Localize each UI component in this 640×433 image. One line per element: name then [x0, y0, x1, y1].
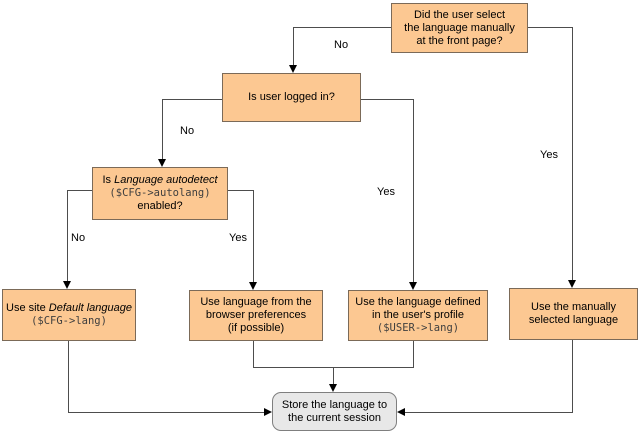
action-browser-line1: Use language from the	[200, 296, 312, 308]
connector-auto-yes-horizontal	[228, 190, 253, 191]
connector-site-store-vertical	[68, 341, 69, 412]
edge-label-login-no: No	[180, 125, 195, 137]
arrowhead-manual-store-icon	[397, 408, 405, 416]
connector-profile-store-vertical	[413, 341, 414, 367]
action-site-default-language-box: Use site Default language ($CFG->lang)	[2, 289, 136, 341]
action-site-default-code: ($CFG->lang)	[31, 315, 107, 327]
decision-autodetect-code: ($CFG->autolang)	[109, 187, 211, 199]
action-profile-code: ($USER->lang)	[376, 322, 460, 334]
edge-label-auto-yes: Yes	[229, 232, 247, 244]
action-profile-language-box: Use the language defined in the user's p…	[348, 290, 488, 341]
connector-browser-store-vertical	[253, 341, 254, 367]
terminal-store-line1: Store the language to	[281, 398, 388, 411]
edge-label-front-no: No	[334, 39, 349, 51]
connector-merge-vertical	[333, 367, 334, 385]
action-browser-line3: (if possible)	[227, 322, 285, 334]
connector-manual-store-horizontal	[405, 412, 573, 413]
decision-autodetect-text1: Is	[102, 174, 115, 186]
connector-auto-yes-vertical	[253, 190, 254, 283]
arrowhead-front-no-icon	[289, 65, 297, 73]
connector-site-store-horizontal	[68, 412, 264, 413]
connector-front-yes-vertical	[572, 27, 573, 281]
connector-login-yes-vertical	[413, 99, 414, 283]
action-profile-line1: Use the language defined	[355, 296, 481, 308]
connector-login-no-vertical	[162, 99, 163, 160]
decision-autodetect-box: Is Language autodetect ($CFG->autolang) …	[92, 167, 228, 220]
edge-label-front-yes: Yes	[540, 149, 558, 161]
arrowhead-auto-no-icon	[63, 281, 71, 289]
connector-front-no-vertical	[293, 27, 294, 66]
action-manual-line2: selected language	[528, 314, 619, 326]
terminal-store-line2: the current session	[288, 411, 381, 424]
decision-logged-in-box: Is user logged in?	[222, 73, 361, 122]
arrowhead-login-no-icon	[158, 159, 166, 167]
action-site-default-text1: Use site	[6, 302, 49, 314]
connector-auto-no-horizontal	[67, 190, 92, 191]
decision-front-page-box: Did the user select the language manuall…	[391, 3, 528, 53]
decision-logged-in-text: Is user logged in?	[248, 91, 335, 103]
connector-manual-store-vertical	[572, 340, 573, 412]
arrowhead-front-yes-icon	[568, 280, 576, 288]
edge-label-auto-no: No	[71, 232, 86, 244]
arrowhead-site-store-icon	[264, 408, 272, 416]
connector-login-yes-horizontal	[361, 99, 413, 100]
decision-autodetect-text2: enabled?	[137, 200, 183, 212]
decision-autodetect-italic: Language autodetect	[114, 174, 218, 186]
connector-auto-no-vertical	[67, 190, 68, 282]
action-manual-line1: Use the manually	[531, 301, 616, 313]
action-browser-line2: browser preferences	[205, 309, 307, 321]
arrowhead-login-yes-icon	[409, 282, 417, 290]
decision-front-page-line3: at the front page?	[416, 34, 503, 47]
action-profile-line2: in the user's profile	[372, 309, 464, 321]
connector-front-no-horizontal	[293, 27, 391, 28]
arrowhead-auto-yes-icon	[249, 282, 257, 290]
action-manual-language-box: Use the manually selected language	[509, 288, 638, 340]
connector-login-no-horizontal	[162, 99, 222, 100]
action-browser-language-box: Use language from the browser preference…	[189, 290, 323, 341]
arrowhead-merge-store-icon	[329, 384, 337, 392]
action-site-default-italic: Default language	[48, 302, 132, 314]
edge-label-login-yes: Yes	[377, 186, 395, 198]
decision-front-page-line1: Did the user select	[413, 8, 506, 21]
connector-front-yes-horizontal	[528, 27, 572, 28]
decision-front-page-line2: the language manually	[404, 21, 515, 34]
terminal-store-session-box: Store the language to the current sessio…	[272, 392, 397, 431]
